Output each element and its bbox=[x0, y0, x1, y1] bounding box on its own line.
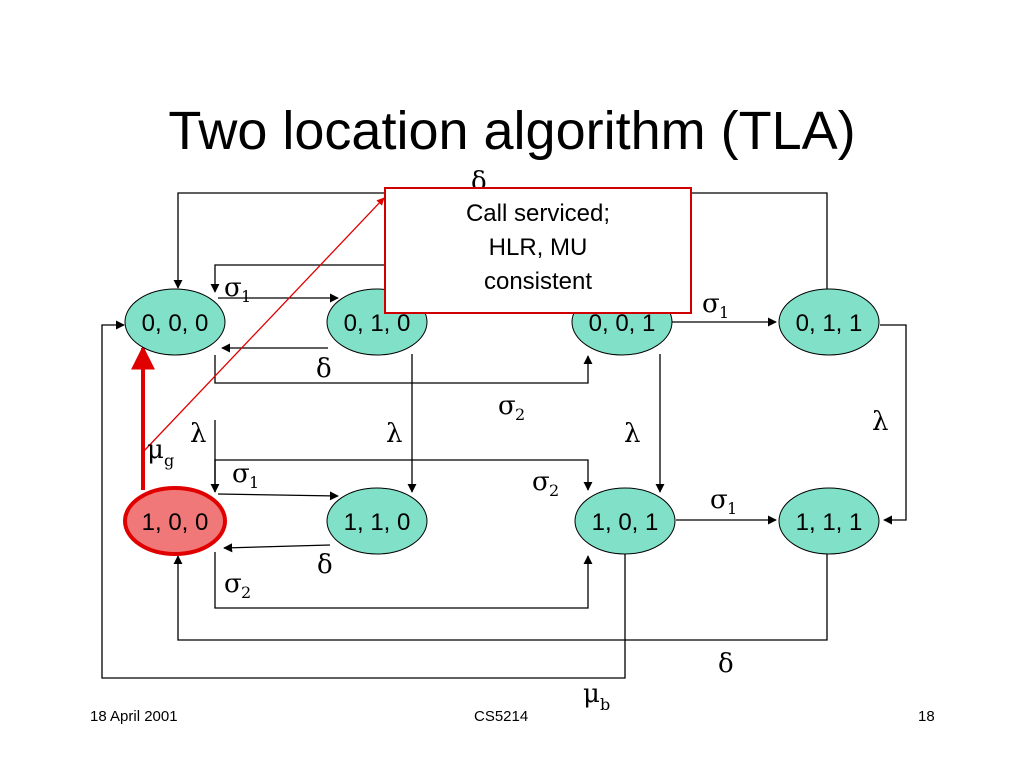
label-sigma1-lower-right-sub: 1 bbox=[727, 499, 737, 518]
edge-delta-110-100 bbox=[223, 543, 331, 553]
label-sigma2-lower-upper: σ bbox=[532, 467, 550, 497]
label-mu-b: μ bbox=[583, 679, 600, 709]
label-sigma1-top-right-sub: 1 bbox=[719, 303, 729, 322]
label-lambda-1: λ bbox=[190, 419, 206, 449]
label-sigma1-top-right: σ bbox=[702, 289, 720, 319]
label-sigma1-lower-left-sub: 1 bbox=[249, 473, 259, 492]
label-sigma1-top-left: σ bbox=[224, 273, 242, 303]
svg-text:0, 0, 0: 0, 0, 0 bbox=[142, 310, 209, 337]
callout-line-1: Call serviced; bbox=[465, 200, 611, 227]
callout-pointer bbox=[142, 197, 385, 453]
footer-course: CS5214 bbox=[474, 708, 529, 725]
svg-text:1, 0, 1: 1, 0, 1 bbox=[592, 509, 659, 536]
label-delta-lower-mid: δ bbox=[317, 550, 333, 580]
svg-text:1, 0, 0: 1, 0, 0 bbox=[142, 509, 209, 536]
slide-title: Two location algorithm (TLA) bbox=[168, 101, 856, 161]
svg-text:0, 1, 1: 0, 1, 1 bbox=[796, 310, 863, 337]
label-lambda-3: λ bbox=[624, 419, 640, 449]
state-1-0-1: 1, 0, 1 bbox=[574, 487, 676, 555]
footer-page-number: 18 bbox=[918, 708, 935, 725]
label-sigma1-top-left-sub: 1 bbox=[241, 287, 251, 306]
callout-line-2: HLR, MU bbox=[488, 234, 588, 261]
callout-line-3: consistent bbox=[483, 268, 593, 295]
label-sigma2-lower-upper-sub: 2 bbox=[549, 481, 559, 500]
label-sigma2-upper-sub: 2 bbox=[515, 405, 525, 424]
state-0-1-1: 0, 1, 1 bbox=[778, 288, 880, 356]
svg-text:0, 0, 1: 0, 0, 1 bbox=[589, 310, 656, 337]
state-1-0-0: 1, 0, 0 bbox=[123, 486, 227, 556]
state-1-1-0: 1, 1, 0 bbox=[326, 487, 428, 555]
label-mu-g: μ bbox=[147, 435, 164, 465]
label-mu-b-sub: b bbox=[600, 695, 610, 714]
footer-date: 18 April 2001 bbox=[90, 708, 178, 725]
transition-lines bbox=[101, 192, 907, 679]
label-sigma1-lower-left: σ bbox=[232, 459, 250, 489]
label-sigma2-lower-bottom: σ bbox=[224, 569, 242, 599]
state-0-0-0: 0, 0, 0 bbox=[124, 288, 226, 356]
label-lambda-2: λ bbox=[386, 419, 402, 449]
edge-001-000-top bbox=[210, 264, 390, 293]
svg-text:0, 1, 0: 0, 1, 0 bbox=[344, 310, 411, 337]
edge-labels: δ σ 1 σ 1 δ σ 2 λ λ λ λ μ g σ 1 σ 2 σ 1 … bbox=[147, 167, 888, 714]
edge-lambda-011-111 bbox=[880, 324, 907, 525]
callout-box: Call serviced; HLR, MU consistent bbox=[384, 187, 692, 314]
label-delta-bottom: δ bbox=[718, 649, 734, 679]
edge-delta-bottom bbox=[173, 552, 828, 641]
svg-text:1, 1, 1: 1, 1, 1 bbox=[796, 509, 863, 536]
label-mu-g-sub: g bbox=[164, 451, 174, 470]
label-sigma2-lower-bottom-sub: 2 bbox=[241, 583, 251, 602]
edge-mu-b bbox=[101, 320, 626, 679]
label-lambda-4: λ bbox=[872, 407, 888, 437]
label-delta-upper-mid: δ bbox=[316, 354, 332, 384]
edge-sigma2-100-101-bottom bbox=[214, 552, 593, 609]
label-sigma2-upper: σ bbox=[498, 391, 516, 421]
label-sigma1-lower-right: σ bbox=[710, 485, 728, 515]
state-1-1-1: 1, 1, 1 bbox=[778, 487, 880, 555]
svg-text:1, 1, 0: 1, 1, 0 bbox=[344, 509, 411, 536]
edge-sigma1-100-110 bbox=[217, 491, 339, 501]
edge-sigma2-100-101-top bbox=[214, 459, 593, 492]
red-transitions bbox=[131, 197, 385, 490]
edge-sigma2-000-001 bbox=[214, 355, 593, 384]
